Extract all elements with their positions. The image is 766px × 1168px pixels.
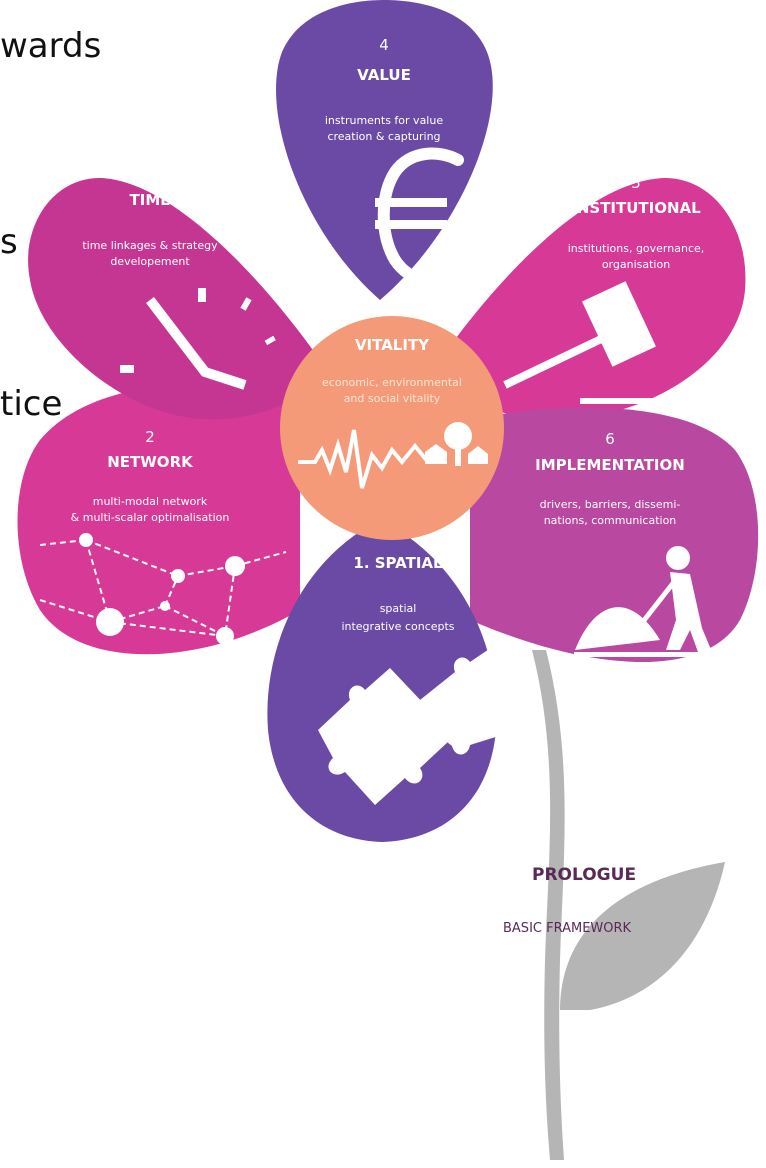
network-desc-line2: & multi-scalar optimalisation [71, 511, 230, 524]
petal-network[interactable] [17, 384, 301, 655]
network-icon [39, 533, 287, 645]
institutional-desc-line1: institutions, governance, [568, 242, 705, 255]
time-number: 3 [145, 166, 155, 184]
leaf [560, 862, 725, 1010]
network-desc-line1: multi-modal network [93, 495, 208, 508]
edge-text-2: s [0, 222, 18, 262]
time-desc-line1: time linkages & strategy [82, 239, 218, 252]
implementation-title: IMPLEMENTATION [535, 456, 685, 474]
institutional-title: INSTITUTIONAL [571, 199, 701, 217]
value-title: VALUE [357, 66, 411, 84]
prologue-title: PROLOGUE [532, 865, 636, 885]
edge-text-3: tice [0, 384, 63, 424]
house-icon [425, 444, 447, 464]
value-desc-line2: creation & capturing [327, 130, 440, 143]
institutional-number: 5 [631, 174, 641, 192]
edge-text-1: wards [0, 26, 102, 66]
clock-icon [120, 288, 276, 390]
petal-time[interactable] [28, 178, 320, 420]
time-desc-line2: developement [110, 255, 190, 268]
implementation-desc-line1: drivers, barriers, dissemi- [540, 498, 681, 511]
stem [532, 650, 565, 1160]
vitality-center[interactable] [280, 316, 504, 540]
network-title: NETWORK [107, 453, 194, 471]
puzzle-icon [318, 645, 527, 805]
tree-icon [444, 422, 472, 450]
center-desc-line1: economic, environmental [322, 376, 462, 389]
value-number: 4 [379, 36, 389, 54]
worker-icon [574, 546, 750, 657]
center-title: VITALITY [355, 336, 430, 354]
institutional-desc-line2: organisation [602, 258, 670, 271]
spatial-title: 1. SPATIAL [353, 554, 443, 572]
time-title: TIME [130, 191, 171, 209]
euro-icon [375, 147, 464, 288]
spatial-desc-line2: integrative concepts [341, 620, 454, 633]
implementation-number: 6 [605, 430, 615, 448]
implementation-desc-line2: nations, communication [544, 514, 677, 527]
center-desc-line2: and social vitality [344, 392, 441, 405]
value-desc-line1: instruments for value [325, 114, 443, 127]
network-number: 2 [145, 428, 155, 446]
pulse-line-icon [298, 429, 430, 489]
prologue-subtitle: BASIC FRAMEWORK [503, 921, 632, 936]
spatial-desc-line1: spatial [380, 602, 417, 615]
gavel-icon [503, 281, 720, 404]
